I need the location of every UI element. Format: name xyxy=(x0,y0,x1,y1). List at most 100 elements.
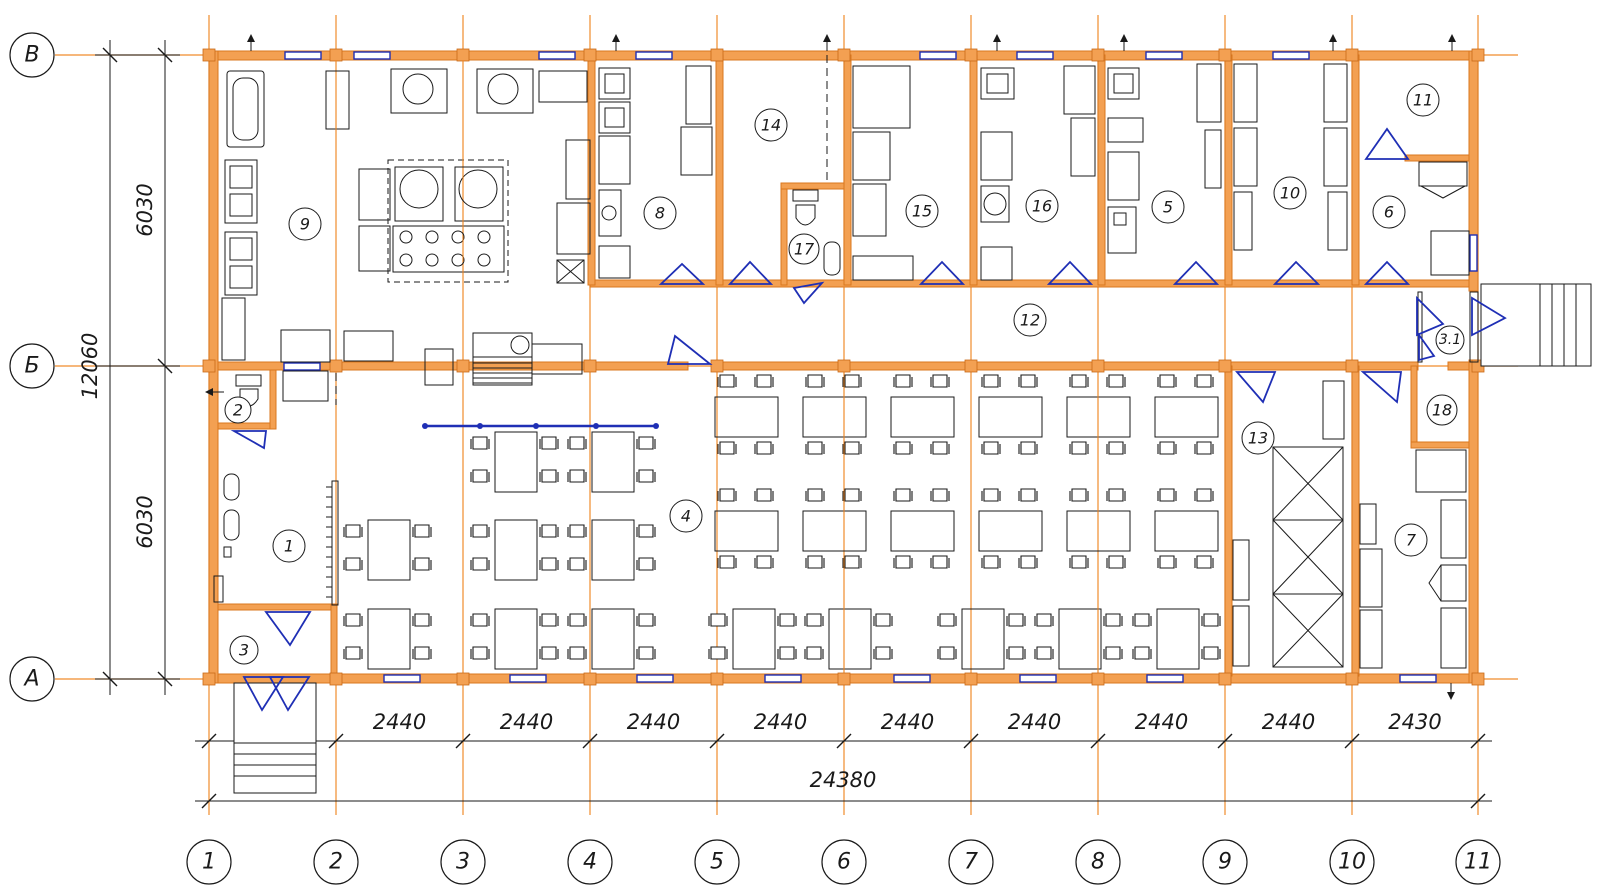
dim-bay-9: 2440 xyxy=(1262,710,1315,734)
dim-bay-6: 2440 xyxy=(881,710,934,734)
axis-marker-col-10: 10 xyxy=(1329,839,1375,885)
dim-bay-5: 2440 xyxy=(754,710,807,734)
dining-table-l8 xyxy=(567,608,656,670)
doors xyxy=(230,127,1507,712)
dining-table-b3 xyxy=(937,608,1026,670)
dining-table-r1-c4 xyxy=(1066,488,1131,569)
dining-table-r1-c1 xyxy=(802,488,867,569)
svg-text:9: 9 xyxy=(1218,850,1232,875)
dining-table-r1-c2 xyxy=(890,488,955,569)
axis-marker-col-11: 11 xyxy=(1455,839,1501,885)
svg-text:10: 10 xyxy=(1280,184,1300,203)
axis-marker-col-5: 5 xyxy=(694,839,740,885)
dining-table-r0-c2 xyxy=(890,374,955,455)
axis-marker-col-4: 4 xyxy=(567,839,613,885)
dim-bay-2: 2440 xyxy=(373,710,426,734)
room-label-1: 1 xyxy=(272,529,306,563)
svg-text:7: 7 xyxy=(1406,531,1417,550)
svg-text:8: 8 xyxy=(655,204,665,223)
dining-table-l3 xyxy=(567,431,656,493)
dining-table-l1 xyxy=(343,519,432,581)
svg-text:8: 8 xyxy=(1091,850,1105,875)
room-labels: 1 2 3 4 5 6 7 8 9 10 11 12 13 14 15 16 1… xyxy=(224,83,1465,665)
room-label-9: 9 xyxy=(288,207,322,241)
svg-text:9: 9 xyxy=(300,215,310,234)
dim-bay-4: 2440 xyxy=(627,710,680,734)
svg-text:5: 5 xyxy=(710,850,724,875)
room-label-6: 6 xyxy=(1372,195,1406,229)
svg-text:1: 1 xyxy=(202,850,216,875)
dining-table-l4 xyxy=(470,519,559,581)
svg-text:2: 2 xyxy=(329,850,343,875)
room-label-3: 3 xyxy=(229,635,259,665)
room-label-17: 17 xyxy=(788,233,820,265)
svg-text:10: 10 xyxy=(1338,850,1366,875)
dining-table-b4 xyxy=(1034,608,1123,670)
dim-bay-3: 2440 xyxy=(500,710,553,734)
axis-marker-col-6: 6 xyxy=(821,839,867,885)
axis-marker-col-1: 1 xyxy=(186,839,232,885)
room-label-7: 7 xyxy=(1394,523,1428,557)
svg-text:4: 4 xyxy=(583,850,597,875)
svg-text:11: 11 xyxy=(1464,850,1492,875)
dining-table-r1-c5 xyxy=(1154,488,1219,569)
top-rooms-furniture xyxy=(598,55,1470,281)
svg-text:6: 6 xyxy=(837,850,851,875)
svg-text:5: 5 xyxy=(1163,198,1173,217)
axis-marker-row-1: Б xyxy=(9,343,55,389)
room-label-4: 4 xyxy=(669,499,703,533)
svg-text:14: 14 xyxy=(761,116,781,135)
dim-bay-10: 2430 xyxy=(1388,710,1441,734)
dim-bay-8: 2440 xyxy=(1135,710,1188,734)
dining-table-b5 xyxy=(1132,608,1221,670)
lower-rooms-furniture xyxy=(213,283,1592,794)
svg-text:15: 15 xyxy=(912,202,932,221)
axis-marker-col-8: 8 xyxy=(1075,839,1121,885)
exhaust-arrows xyxy=(205,34,1456,700)
svg-text:7: 7 xyxy=(964,850,978,875)
svg-text:12: 12 xyxy=(1020,311,1040,330)
dim-upper-depth: 6030 xyxy=(133,183,157,236)
axis-marker-col-7: 7 xyxy=(948,839,994,885)
room-label-12: 12 xyxy=(1013,303,1047,337)
dining-table-r1-c3 xyxy=(978,488,1043,569)
svg-text:4: 4 xyxy=(681,507,691,526)
dining-table-b2 xyxy=(804,608,893,670)
svg-text:13: 13 xyxy=(1248,429,1268,448)
svg-text:В: В xyxy=(24,43,39,68)
room-label-11: 11 xyxy=(1406,83,1440,117)
svg-text:1: 1 xyxy=(284,537,294,556)
svg-text:Б: Б xyxy=(24,354,39,379)
svg-text:17: 17 xyxy=(794,240,815,259)
room-label-8: 8 xyxy=(643,196,677,230)
dining-table-r0-c5 xyxy=(1154,374,1219,455)
room-label-2: 2 xyxy=(224,396,252,424)
dining-table-r0-c0 xyxy=(714,374,779,455)
axis-marker-row-0: В xyxy=(9,32,55,78)
axis-marker-col-9: 9 xyxy=(1202,839,1248,885)
room-label-14: 14 xyxy=(754,108,788,142)
svg-text:6: 6 xyxy=(1384,203,1394,222)
svg-text:А: А xyxy=(22,667,39,692)
windows xyxy=(283,51,1478,683)
svg-text:11: 11 xyxy=(1413,91,1433,110)
left-dimensions: 6030 6030 12060 xyxy=(78,40,180,695)
kitchen-equipment xyxy=(221,60,591,405)
dim-total-width: 24380 xyxy=(810,768,877,792)
dining-table-l5 xyxy=(567,519,656,581)
room-label-15: 15 xyxy=(905,194,939,228)
dining-table-r0-c3 xyxy=(978,374,1043,455)
svg-text:3.1: 3.1 xyxy=(1439,332,1461,348)
room-label-13: 13 xyxy=(1241,421,1275,455)
dining-table-l6 xyxy=(343,608,432,670)
axis-marker-row-2: А xyxy=(9,656,55,702)
dining-hall xyxy=(343,374,1221,670)
room-label-18: 18 xyxy=(1426,394,1458,426)
room-label-10: 10 xyxy=(1273,176,1307,210)
room-label-16: 16 xyxy=(1025,189,1059,223)
svg-text:16: 16 xyxy=(1032,197,1052,216)
dining-table-l2 xyxy=(470,431,559,493)
dim-lower-depth: 6030 xyxy=(133,495,157,548)
